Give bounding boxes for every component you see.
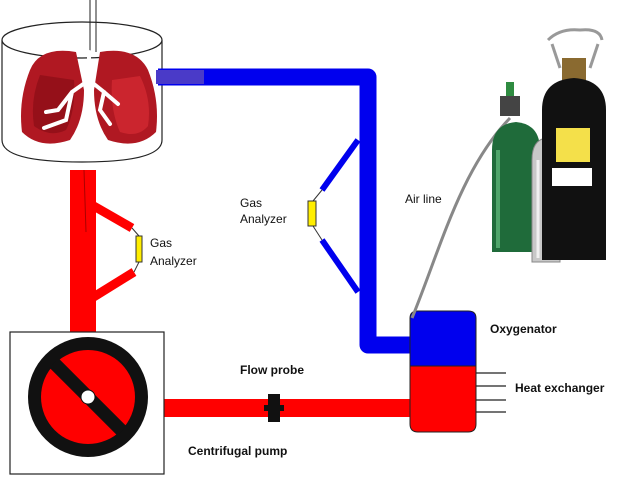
flow-probe xyxy=(264,394,284,422)
gas-cylinders-icon xyxy=(492,28,606,263)
oxygenator-unit xyxy=(409,310,477,433)
flow-probe-label: Flow probe xyxy=(240,363,304,377)
air-line-tube xyxy=(410,116,512,319)
lung-chamber xyxy=(1,0,163,163)
air-line-label: Air line xyxy=(405,192,442,206)
gas-analyzer-left-label-line1: Gas xyxy=(150,236,172,250)
gas-analyzer-middle xyxy=(307,200,317,227)
heat-exchanger-ports xyxy=(476,372,506,413)
centrifugal-pump-icon xyxy=(28,337,148,457)
gas-analyzer-middle-label-line1: Gas xyxy=(240,196,262,210)
venous-line xyxy=(156,68,410,354)
lungs-icon xyxy=(21,50,157,144)
gas-analyzer-left xyxy=(135,235,143,263)
centrifugal-pump xyxy=(9,331,165,475)
heat-exchanger-label: Heat exchanger xyxy=(515,381,605,395)
oxygenator-label: Oxygenator xyxy=(490,322,557,336)
gas-analyzer-middle-label-line2: Analyzer xyxy=(240,212,287,226)
centrifugal-pump-label: Centrifugal pump xyxy=(188,444,287,458)
gas-analyzer-left-label-line2: Analyzer xyxy=(150,254,197,268)
